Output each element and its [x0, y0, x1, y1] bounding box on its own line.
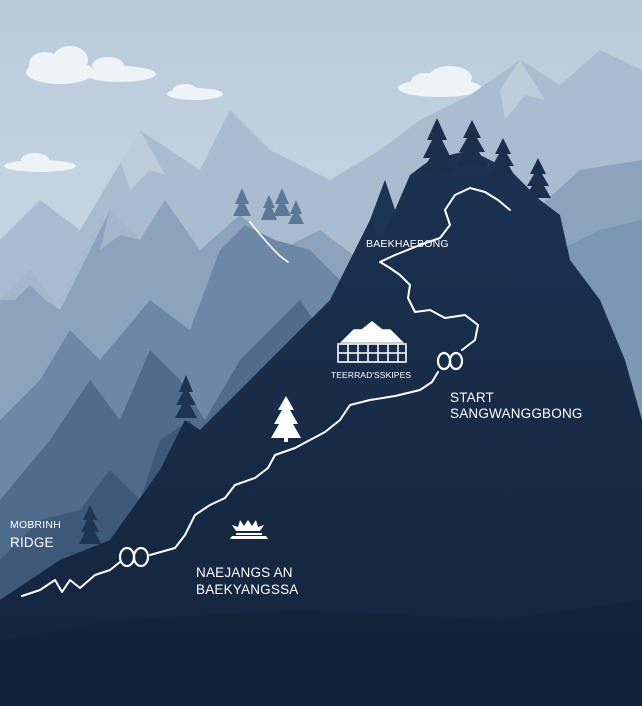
pine-tree-icon	[271, 396, 301, 442]
waypoint-marker-icon	[436, 351, 464, 371]
pine-tree-icon	[421, 118, 453, 176]
cloud-icon	[167, 84, 223, 100]
cloud-icon	[84, 57, 156, 82]
pine-tree-icon	[79, 505, 101, 544]
main-mountain-spire	[370, 180, 395, 240]
temple-icon	[230, 520, 268, 539]
upper-ridge-trail	[249, 221, 289, 263]
foreground-base	[0, 600, 642, 706]
cloud-icon	[26, 46, 94, 84]
temple-label-line2: BAEKYANGSSA	[196, 582, 299, 597]
shelter-icon	[337, 320, 407, 363]
ridge-label-line1: MOBRINH	[10, 519, 61, 531]
pine-tree-icon	[233, 188, 304, 224]
ridge-label-line2: RIDGE	[10, 535, 54, 550]
start-location-label: SANGWANGGBONG	[450, 406, 583, 421]
waypoint-marker-icon	[118, 546, 150, 568]
hiking-trail	[21, 187, 511, 597]
start-label: START	[450, 390, 495, 405]
shelter-label: TEERRAD'SSKIPES	[331, 370, 412, 380]
pine-tree-icon	[175, 375, 197, 418]
pine-tree-icon	[490, 138, 516, 178]
temple-label-line1: NAEJANGS AN	[196, 565, 293, 580]
pine-tree-icon	[457, 120, 487, 166]
cloud-icon	[398, 66, 482, 97]
peak-label: BAEKHAEBONG	[366, 238, 449, 250]
cloud-icon	[4, 153, 76, 172]
main-mountain	[0, 150, 642, 706]
pine-tree-icon	[525, 158, 551, 198]
mid-mountain-snow	[0, 210, 140, 310]
